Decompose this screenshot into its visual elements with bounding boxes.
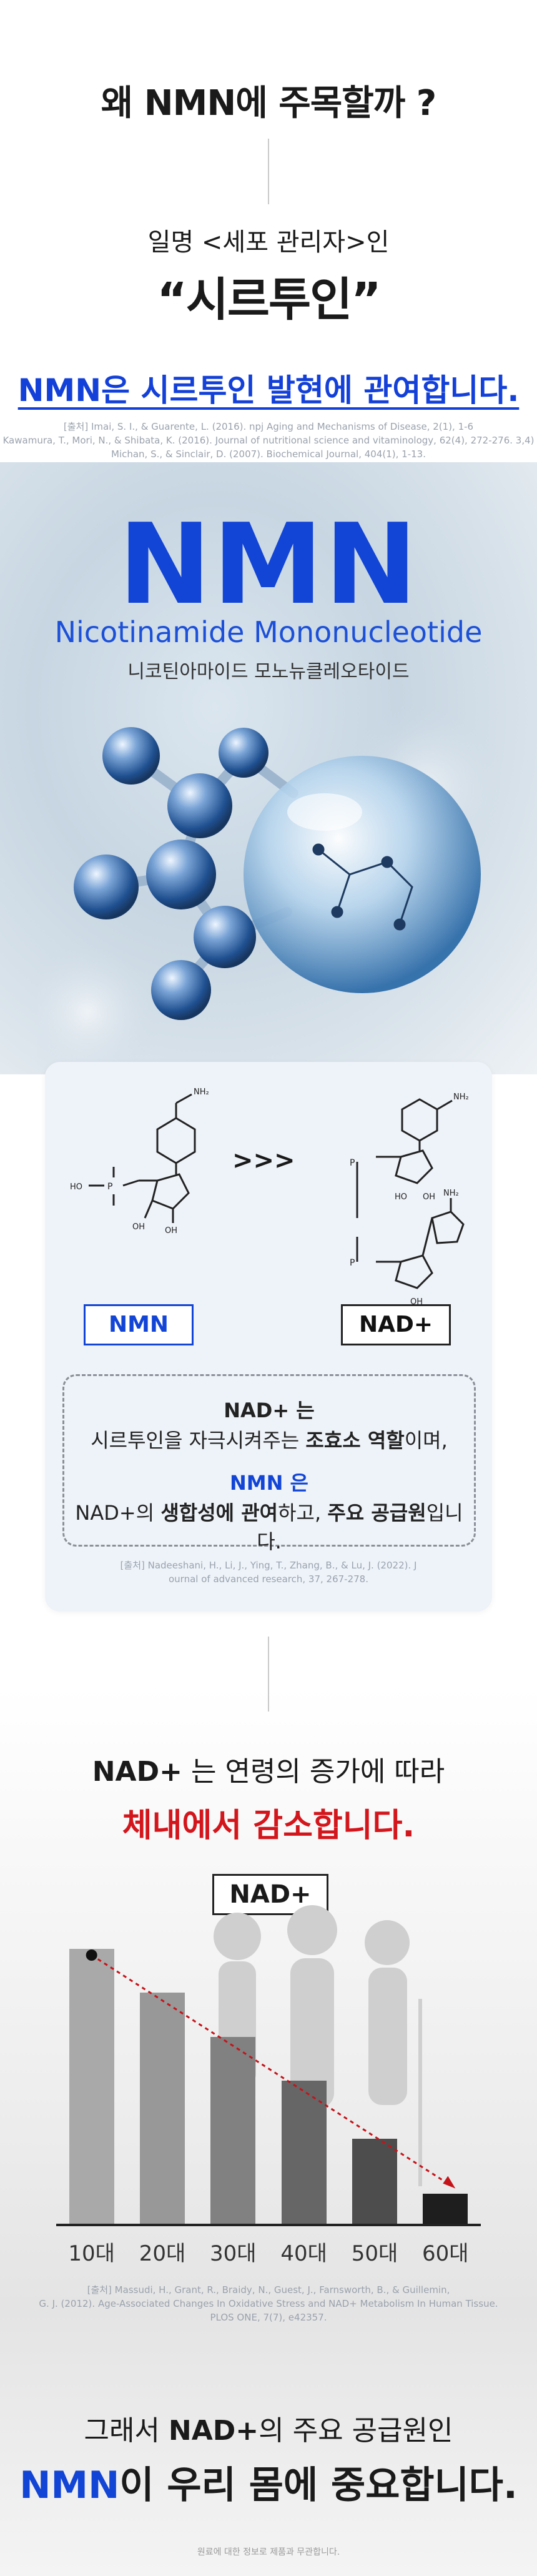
chart-x-label: 40대 bbox=[280, 2241, 327, 2266]
footnote: 원료에 대한 정보로 제품과 무관합니다. bbox=[197, 2547, 340, 2557]
hero-section: NMN Nicotinamide Mononucleotide 니코틴아마이드 … bbox=[0, 462, 537, 1074]
chart-bar bbox=[423, 2193, 468, 2224]
hero-title: NMN bbox=[118, 500, 419, 629]
svg-text:HO: HO bbox=[395, 1192, 407, 1202]
nad-structure-icon: P P NH₂ NH₂ HO OH OH bbox=[350, 1092, 469, 1307]
chart-x-label: 10대 bbox=[68, 2241, 115, 2266]
nmn-structure-icon: P NH₂ HO OH OH bbox=[70, 1087, 209, 1236]
card-sources: [출처] Nadeeshani, H., Li, J., Ying, T., Z… bbox=[120, 1560, 417, 1585]
svg-text:OH: OH bbox=[132, 1222, 145, 1232]
trend-start-dot bbox=[86, 1949, 97, 1961]
hero-korean: 니코틴아마이드 모노뉴클레오타이드 bbox=[127, 661, 410, 683]
chart-x-label: 20대 bbox=[139, 2241, 186, 2266]
explanation-box: NAD+ 는 시르투인을 자극시켜주는 조효소 역할이며, NMN 은 NAD+… bbox=[62, 1374, 476, 1553]
chart-bar bbox=[281, 2081, 327, 2224]
chart-sources: [출처] Massudi, H., Grant, R., Braidy, N.,… bbox=[39, 2284, 498, 2323]
chart-x-label: 50대 bbox=[351, 2241, 398, 2266]
decline-heading: NAD+ 는 연령의 증가에 따라 bbox=[92, 1756, 445, 1788]
closing-line-1: 그래서 NAD+의 주요 공급원인 bbox=[84, 2415, 453, 2447]
svg-text:NH₂: NH₂ bbox=[194, 1087, 209, 1097]
explain-line-3: NMN 은 bbox=[230, 1471, 308, 1495]
structure-card: P NH₂ HO OH OH >>> P P NH₂ NH₂ HO OH OH … bbox=[45, 1062, 492, 1612]
trend-arrowhead bbox=[443, 2176, 456, 2189]
closing-line-2: NMN이 우리 몸에 중요합니다. bbox=[19, 2464, 518, 2507]
explain-line-1: NAD+ 는 bbox=[224, 1399, 315, 1422]
conversion-arrow: >>> bbox=[232, 1146, 295, 1175]
nmn-label: NMN bbox=[84, 1304, 194, 1345]
svg-text:P: P bbox=[350, 1258, 355, 1268]
intro-subtitle: 일명 <세포 관리자>인 bbox=[147, 228, 390, 257]
intro-quote: “시르투인” bbox=[157, 273, 382, 327]
molecule-icon bbox=[37, 700, 500, 1074]
intro-sources: [출처] Imai, S. I., & Guarente, L. (2016).… bbox=[2, 421, 535, 460]
trend-line bbox=[86, 1949, 456, 2189]
chart-bar bbox=[210, 2036, 256, 2224]
svg-text:P: P bbox=[350, 1158, 355, 1168]
svg-text:NH₂: NH₂ bbox=[443, 1189, 459, 1198]
intro-question: 왜 NMN에 주목할까 ? bbox=[101, 83, 437, 124]
svg-text:HO: HO bbox=[70, 1182, 82, 1192]
divider-line-2 bbox=[268, 1637, 269, 1712]
chart-x-label: 30대 bbox=[210, 2241, 257, 2266]
chart-bar bbox=[140, 1993, 185, 2224]
svg-text:OH: OH bbox=[165, 1226, 177, 1236]
nad-decline-chart bbox=[56, 1924, 481, 2226]
decline-red-text: 체내에서 감소합니다. bbox=[122, 1807, 415, 1845]
trend-dashed-line bbox=[91, 1954, 453, 2187]
explain-line-4: NAD+의 생합성에 관여하고, 주요 공급원입니다. bbox=[75, 1501, 463, 1553]
nad-label: NAD+ bbox=[341, 1304, 451, 1345]
svg-text:OH: OH bbox=[423, 1192, 435, 1202]
svg-text:NH₂: NH₂ bbox=[453, 1092, 469, 1102]
chart-x-label: 60대 bbox=[422, 2241, 469, 2266]
chart-bar bbox=[69, 1949, 114, 2224]
divider-line bbox=[268, 139, 269, 204]
chart-bar bbox=[352, 2138, 397, 2224]
hero-english: Nicotinamide Mononucleotide bbox=[54, 615, 483, 649]
intro-highlight: NMN은 시르투인 발현에 관여합니다. bbox=[17, 372, 520, 409]
svg-text:P: P bbox=[107, 1182, 112, 1192]
explain-line-2: 시르투인을 자극시켜주는 조효소 역할이며, bbox=[91, 1429, 448, 1452]
